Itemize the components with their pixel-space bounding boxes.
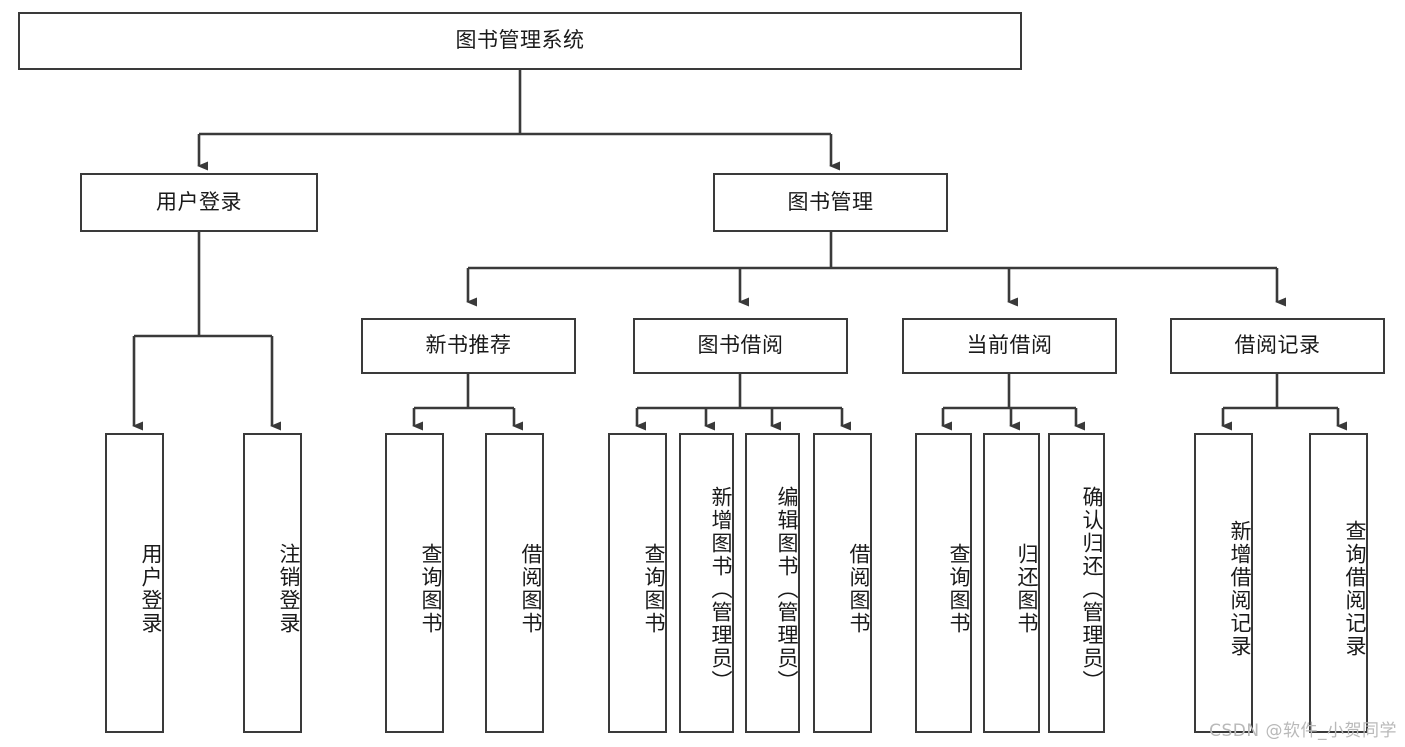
node-label: 图书管理系统 [455, 28, 585, 53]
watermark-text: CSDN @软件_小贺同学 [1209, 721, 1397, 741]
node-book-borrowing[interactable]: 图书借阅 [633, 318, 848, 374]
node-label: 借阅图书 [519, 543, 543, 635]
node-label: 借阅图书 [847, 543, 871, 635]
leaf-query-book-recommendation[interactable]: 查询图书 [385, 433, 444, 733]
node-new-book-recommendation[interactable]: 新书推荐 [361, 318, 576, 374]
node-label: 当前借阅 [966, 333, 1053, 358]
node-label: 查询图书 [642, 543, 666, 635]
leaf-logout-login[interactable]: 注销登录 [243, 433, 302, 733]
node-label: 确认归还（管理员） [1080, 485, 1104, 693]
node-user-login[interactable]: 用户登录 [80, 173, 318, 232]
node-label: 用户登录 [139, 543, 163, 635]
leaf-user-login[interactable]: 用户登录 [105, 433, 164, 733]
node-label: 图书管理 [787, 189, 874, 214]
node-label: 借阅记录 [1234, 333, 1321, 358]
node-label: 新书推荐 [425, 333, 512, 358]
node-current-borrowing[interactable]: 当前借阅 [902, 318, 1117, 374]
node-label: 查询图书 [419, 543, 443, 635]
node-label: 注销登录 [277, 543, 301, 635]
leaf-query-borrow-record[interactable]: 查询借阅记录 [1309, 433, 1368, 733]
leaf-borrow-book-borrowing[interactable]: 借阅图书 [813, 433, 872, 733]
node-label: 图书借阅 [697, 333, 784, 358]
leaf-confirm-return-admin[interactable]: 确认归还（管理员） [1048, 433, 1105, 733]
leaf-add-borrow-record[interactable]: 新增借阅记录 [1194, 433, 1253, 733]
node-borrowing-record[interactable]: 借阅记录 [1170, 318, 1385, 374]
leaf-query-book-borrowing[interactable]: 查询图书 [608, 433, 667, 733]
node-label: 查询借阅记录 [1343, 520, 1367, 658]
node-label: 归还图书 [1015, 543, 1039, 635]
node-label: 新增借阅记录 [1228, 520, 1252, 658]
leaf-edit-book-admin[interactable]: 编辑图书（管理员） [745, 433, 800, 733]
leaf-add-book-admin[interactable]: 新增图书（管理员） [679, 433, 734, 733]
node-root-book-management-system[interactable]: 图书管理系统 [18, 12, 1022, 70]
node-label: 用户登录 [156, 189, 242, 214]
node-label: 查询图书 [947, 543, 971, 635]
leaf-query-book-current[interactable]: 查询图书 [915, 433, 972, 733]
leaf-borrow-book-recommendation[interactable]: 借阅图书 [485, 433, 544, 733]
node-label: 编辑图书（管理员） [775, 485, 799, 693]
node-label: 新增图书（管理员） [709, 485, 733, 693]
node-book-management[interactable]: 图书管理 [713, 173, 948, 232]
leaf-return-book[interactable]: 归还图书 [983, 433, 1040, 733]
